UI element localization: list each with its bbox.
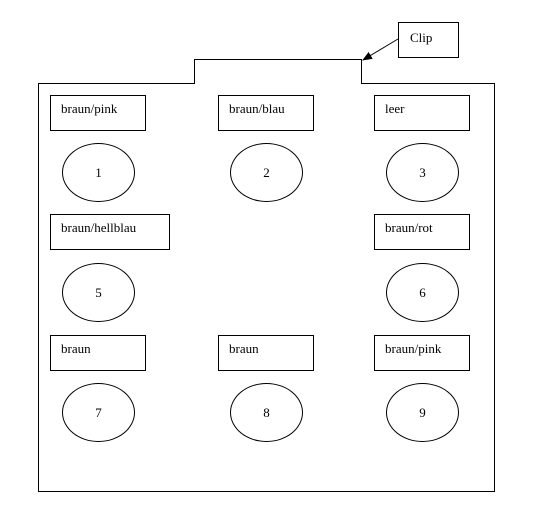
position-slot-6: 6: [386, 263, 459, 322]
clip-rect: [194, 59, 362, 84]
position-slot-8: 8: [230, 383, 303, 442]
position-label-9: braun/pink: [374, 335, 470, 371]
position-slot-3: 3: [386, 143, 459, 202]
position-label-5: braun/hellblau: [50, 214, 170, 250]
position-label-1: braun/pink: [50, 95, 146, 131]
position-slot-9: 9: [386, 383, 459, 442]
position-label-6: braun/rot: [374, 214, 470, 250]
position-label-7: braun: [50, 335, 146, 371]
position-slot-7: 7: [62, 383, 135, 442]
position-slot-2: 2: [230, 143, 303, 202]
position-slot-5: 5: [62, 263, 135, 322]
position-slot-1: 1: [62, 143, 135, 202]
clip-callout-label: Clip: [398, 22, 459, 58]
position-label-3: leer: [374, 95, 470, 131]
position-label-2: braun/blau: [218, 95, 314, 131]
position-label-8: braun: [218, 335, 314, 371]
